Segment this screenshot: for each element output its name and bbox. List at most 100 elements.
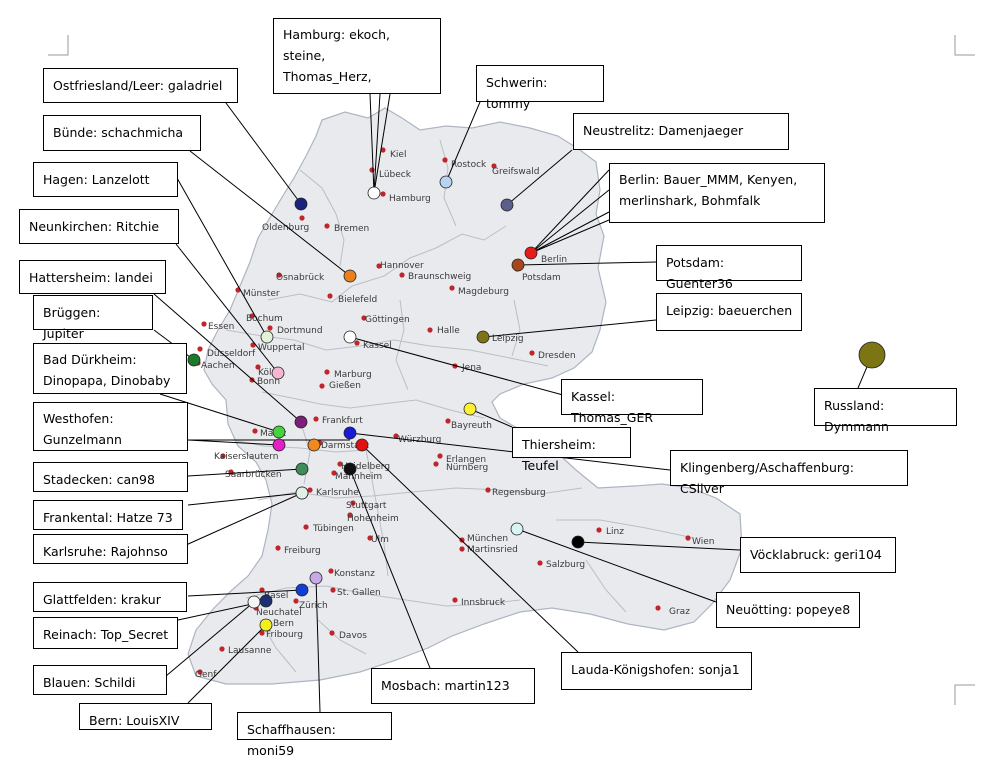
city-dot-duesseldorf bbox=[197, 346, 203, 352]
connector-neustrelitz bbox=[506, 149, 573, 206]
city-dot-regensburg bbox=[485, 487, 491, 493]
member-marker-darmstadt_orange bbox=[307, 438, 321, 452]
connector-berlin-4 bbox=[530, 219, 610, 254]
city-label-bochum: Bochum bbox=[246, 314, 283, 324]
member-marker-kassel bbox=[343, 330, 357, 344]
city-dot-luebeck bbox=[369, 167, 375, 173]
member-marker-berlin bbox=[524, 246, 538, 260]
member-label-lauda: Lauda-Königshofen: sonja1 bbox=[561, 652, 752, 690]
member-label-thiersheim: Thiersheim: Teufel bbox=[512, 427, 631, 473]
state-border bbox=[267, 225, 507, 303]
member-marker-stadecken bbox=[295, 462, 309, 476]
city-label-marburg: Marburg bbox=[334, 370, 372, 380]
member-label-klingenberg: Klingenberg/Aschaffenburg: CSilver bbox=[670, 450, 908, 496]
city-dot-lausanne bbox=[219, 646, 225, 652]
city-label-hohenheim: Hohenheim bbox=[347, 514, 399, 524]
member-marker-schaffhausen bbox=[309, 571, 323, 585]
member-label-glattfelden: Glattfelden: krakur bbox=[33, 582, 187, 612]
member-label-blauen: Blauen: Schildi bbox=[33, 665, 167, 695]
city-dot-hamburg bbox=[380, 191, 386, 197]
city-label-magdeburg: Magdeburg bbox=[458, 287, 509, 297]
city-label-saarbruecken: Saarbrücken bbox=[225, 470, 282, 480]
city-dot-mainz bbox=[252, 428, 258, 434]
member-label-bern: Bern: LouisXIV bbox=[79, 703, 212, 730]
city-dot-dortmund bbox=[267, 325, 273, 331]
city-dot-fribourg bbox=[259, 630, 265, 636]
member-label-frankental: Frankental: Hatze 73 bbox=[33, 500, 183, 530]
city-label-dortmund: Dortmund bbox=[277, 326, 323, 336]
connector-berlin-3 bbox=[530, 211, 610, 254]
member-marker-hagen bbox=[260, 330, 274, 344]
member-label-reinach: Reinach: Top_Secret bbox=[33, 617, 178, 649]
city-dot-essen bbox=[201, 321, 207, 327]
state-border bbox=[556, 519, 695, 539]
page-corner-mark bbox=[954, 684, 975, 705]
city-label-kaiserslautern: Kaiserslautern bbox=[214, 452, 278, 462]
member-marker-klingenberg bbox=[343, 426, 357, 440]
city-label-essen: Essen bbox=[208, 322, 234, 332]
member-marker-glattfelden bbox=[295, 583, 309, 597]
city-dot-innsbruck bbox=[452, 597, 458, 603]
city-label-freiburg: Freiburg bbox=[284, 546, 321, 556]
city-label-wien: Wien bbox=[692, 537, 714, 547]
city-label-st-gallen: St. Gallen bbox=[337, 588, 381, 598]
city-label-muenster: Münster bbox=[243, 289, 280, 299]
member-marker-potsdam bbox=[511, 258, 525, 272]
connector-hamburg-2 bbox=[369, 93, 375, 194]
city-dot-bremen bbox=[324, 223, 330, 229]
city-label-muenchen: München bbox=[467, 534, 508, 544]
city-dot-hohenheim bbox=[347, 512, 353, 518]
connector-berlin-2 bbox=[530, 189, 610, 254]
city-label-bern: Bern bbox=[273, 619, 294, 629]
city-dot-bayreuth bbox=[445, 418, 451, 424]
connector-neuoetting bbox=[516, 528, 717, 603]
city-label-halle: Halle bbox=[437, 326, 460, 336]
connector-durkheim bbox=[159, 393, 280, 433]
member-label-hagen: Hagen: Lanzelott bbox=[33, 162, 178, 197]
city-dot-dresden bbox=[529, 350, 535, 356]
city-dot-hannover bbox=[376, 263, 382, 269]
member-marker-ostfriesland bbox=[294, 197, 308, 211]
state-border bbox=[225, 329, 549, 367]
city-dot-freiburg bbox=[275, 545, 281, 551]
connector-klingenberg bbox=[349, 432, 671, 471]
state-border bbox=[317, 619, 367, 655]
member-marker-voecklabruck bbox=[571, 535, 585, 549]
city-label-heidelberg: Heidelberg bbox=[341, 462, 390, 472]
connector-hagen bbox=[176, 177, 268, 338]
member-marker-durkheim bbox=[272, 425, 286, 439]
city-dot-nuernberg bbox=[433, 461, 439, 467]
city-dot-genf bbox=[197, 669, 203, 675]
connector-voecklabruck bbox=[577, 541, 741, 551]
city-label-hamburg: Hamburg bbox=[389, 194, 431, 204]
member-marker-brueggen bbox=[187, 353, 201, 367]
state-border bbox=[511, 299, 521, 357]
city-dot-wuerzburg bbox=[393, 433, 399, 439]
city-label-oldenburg: Oldenburg bbox=[262, 223, 309, 233]
city-dot-wien bbox=[685, 535, 691, 541]
member-label-voecklabruck: Vöcklabruck: geri104 bbox=[740, 537, 896, 573]
member-label-berlin: Berlin: Bauer_MMM, Kenyen, merlinshark, … bbox=[609, 163, 825, 223]
city-label-genf: Genf bbox=[195, 670, 217, 680]
member-label-hattersheim: Hattersheim: landei bbox=[19, 260, 166, 294]
city-dot-koeln bbox=[255, 364, 261, 370]
city-label-basel: Basel bbox=[264, 591, 288, 601]
member-label-neunkirchen: Neunkirchen: Ritchie bbox=[19, 209, 179, 244]
city-dot-braunschweig bbox=[399, 272, 405, 278]
member-label-kassel: Kassel: Thomas_GER bbox=[561, 379, 703, 425]
city-label-mannheim: Mannheim bbox=[335, 472, 382, 482]
member-marker-neunkirchen bbox=[271, 366, 285, 380]
city-label-goettingen: Göttingen bbox=[365, 315, 410, 325]
city-dot-st-gallen bbox=[330, 587, 336, 593]
state-border bbox=[245, 585, 521, 607]
city-label-davos: Davos bbox=[339, 631, 367, 641]
city-dot-bielefeld bbox=[327, 293, 333, 299]
city-label-konstanz: Konstanz bbox=[334, 569, 375, 579]
city-dot-bochum bbox=[249, 313, 255, 319]
city-label-nuernberg: Nürnberg bbox=[446, 463, 488, 473]
page-corner-mark bbox=[48, 35, 69, 56]
city-dot-ulm bbox=[367, 535, 373, 541]
member-marker-karlsruhe bbox=[295, 486, 309, 500]
